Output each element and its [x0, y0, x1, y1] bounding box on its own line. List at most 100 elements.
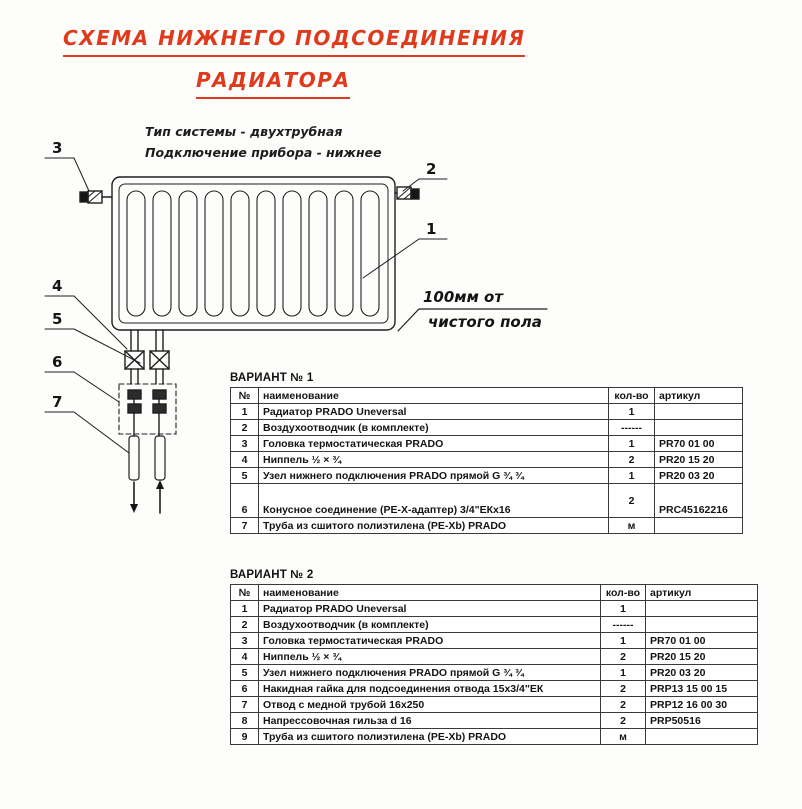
- table-cell: [654, 419, 743, 436]
- table-cell: Радиатор PRADO Uneversal: [258, 600, 601, 617]
- radiator-body: [111, 176, 396, 331]
- table-cell: Головка термостатическая PRADO: [258, 435, 609, 452]
- column-header: кол-во: [608, 387, 655, 404]
- pex-pipes: [128, 435, 166, 481]
- table-cell: PR70 01 00: [645, 632, 758, 649]
- table-cell: 1: [600, 632, 646, 649]
- column-header: наименование: [258, 584, 601, 601]
- table-cell: 4: [230, 648, 259, 665]
- radiator-diagram: 3 2 1 4 5 6 7 100мм от чистого пола: [44, 139, 548, 514]
- table-cell: PRP13 15 00 15: [645, 680, 758, 697]
- flow-arrows: [130, 480, 164, 514]
- table-cell: [654, 517, 743, 534]
- table-cell: Узел нижнего подключения PRADO прямой G …: [258, 467, 609, 484]
- adapter-group: [118, 383, 177, 437]
- table-cell: Отвод с медной трубой 16х250: [258, 696, 601, 713]
- table-cell: 2: [608, 451, 655, 468]
- callout-2: 2: [426, 160, 436, 178]
- table-cell: 5: [230, 664, 259, 681]
- column-header: наименование: [258, 387, 609, 404]
- table-cell: [645, 600, 758, 617]
- table-cell: 7: [230, 517, 259, 534]
- table-cell: м: [600, 728, 646, 745]
- table-cell: 1: [230, 600, 259, 617]
- table-cell: 1: [608, 435, 655, 452]
- table-cell: PRC45162216: [654, 483, 743, 518]
- table-cell: 7: [230, 696, 259, 713]
- table-cell: [654, 403, 743, 420]
- table-cell: [645, 616, 758, 633]
- callout-7: 7: [52, 393, 62, 411]
- system-type-line: Тип системы - двухтрубная: [145, 124, 343, 139]
- table-cell: 6: [230, 483, 259, 518]
- callout-6: 6: [52, 353, 62, 371]
- table-cell: 8: [230, 712, 259, 729]
- column-header: артикул: [645, 584, 758, 601]
- page-title-line1: СХЕМА НИЖНЕГО ПОДСОЕДИНЕНИЯ: [63, 26, 526, 57]
- table-cell: 1: [600, 664, 646, 681]
- table-cell: PR20 03 20: [654, 467, 743, 484]
- page-title-line2: РАДИАТОРА: [196, 68, 351, 99]
- table-cell: 1: [608, 403, 655, 420]
- floor-note-line1: 100мм от: [423, 288, 504, 306]
- table-cell: PR20 15 20: [645, 648, 758, 665]
- column-header: №: [230, 387, 259, 404]
- variant-2-title: ВАРИАНТ № 2: [230, 569, 314, 581]
- table-cell: Воздухоотводчик (в комплекте): [258, 419, 609, 436]
- column-header: артикул: [654, 387, 743, 404]
- table-cell: 2: [600, 712, 646, 729]
- table-cell: 2: [600, 680, 646, 697]
- table-cell: PR20 15 20: [654, 451, 743, 468]
- table-cell: Труба из сшитого полиэтилена (PE-Xb) PRA…: [258, 728, 601, 745]
- table-cell: [645, 728, 758, 745]
- column-header: кол-во: [600, 584, 646, 601]
- table-cell: 5: [230, 467, 259, 484]
- table-cell: 2: [230, 616, 259, 633]
- floor-note-line2: чистого пола: [428, 313, 542, 331]
- callout-leaders: [44, 157, 448, 454]
- table-cell: Труба из сшитого полиэтилена (PE-Xb) PRA…: [258, 517, 609, 534]
- table-cell: 2: [600, 648, 646, 665]
- connection-type-line: Подключение прибора - нижнее: [145, 144, 382, 160]
- table-cell: 1: [230, 403, 259, 420]
- table-cell: 1: [600, 600, 646, 617]
- callout-5: 5: [52, 310, 62, 328]
- left-vent-valve: [79, 190, 113, 204]
- variant-1-title: ВАРИАНТ № 1: [230, 372, 314, 384]
- callout-1: 1: [426, 220, 436, 238]
- table-cell: 1: [608, 467, 655, 484]
- table-cell: PR70 01 00: [654, 435, 743, 452]
- table-cell: Узел нижнего подключения PRADO прямой G …: [258, 664, 601, 681]
- bottom-connection-unit: [124, 329, 170, 385]
- table-cell: PR20 03 20: [645, 664, 758, 681]
- table-cell: 2: [600, 696, 646, 713]
- table-cell: Напрессовочная гильза d 16: [258, 712, 601, 729]
- floor-reference-line: [397, 308, 548, 332]
- table-cell: 6: [230, 680, 259, 697]
- table-cell: Конусное соединение (PE-X-адаптер) 3/4"Е…: [258, 483, 609, 518]
- table-cell: 4: [230, 451, 259, 468]
- table-cell: 2: [608, 483, 655, 518]
- callout-3: 3: [52, 139, 62, 157]
- right-vent-valve: [394, 186, 420, 200]
- table-cell: Ниппель ½ × ¾: [258, 648, 601, 665]
- table-cell: Воздухоотводчик (в комплекте): [258, 616, 601, 633]
- table-cell: 2: [230, 419, 259, 436]
